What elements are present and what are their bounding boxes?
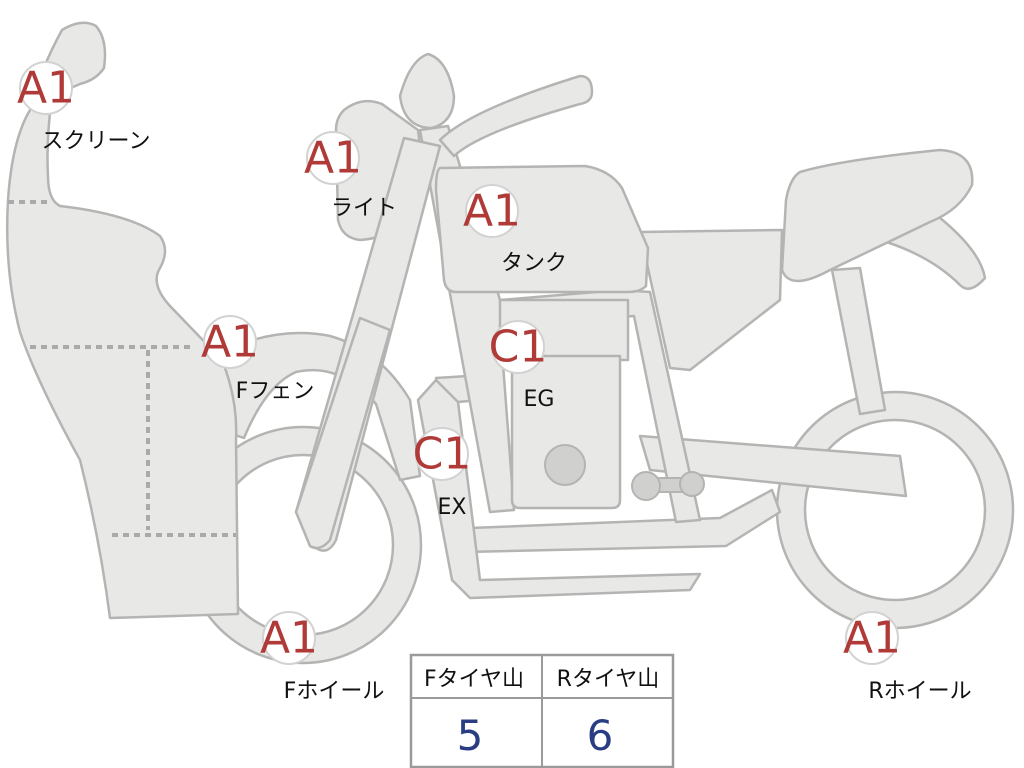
grade-engine: C1 bbox=[489, 322, 548, 373]
rear-frame-shape bbox=[830, 266, 887, 416]
badge-front-wheel: A1 Fホイール bbox=[260, 611, 385, 704]
handlebar-shape bbox=[438, 74, 594, 158]
swingarm-shape bbox=[638, 434, 908, 498]
grade-rear-wheel: A1 bbox=[843, 613, 901, 664]
grade-front-fender: A1 bbox=[201, 317, 259, 368]
front-wheel-shape bbox=[183, 425, 423, 665]
grade-light: A1 bbox=[304, 133, 362, 184]
label-tank: タンク bbox=[501, 251, 567, 276]
fairing-shape bbox=[5, 21, 240, 620]
front-tire-value: 5 bbox=[457, 711, 484, 760]
grade-screen: A1 bbox=[17, 63, 75, 114]
fork-slider-shape bbox=[294, 316, 392, 550]
label-engine: EG bbox=[524, 387, 555, 412]
rear-tire-value: 6 bbox=[587, 711, 614, 760]
badge-exhaust: C1 EX bbox=[413, 427, 472, 520]
label-front-fender: Fフェン bbox=[236, 379, 315, 404]
grade-tank: A1 bbox=[463, 186, 521, 237]
front-tire-header: Fタイヤ山 bbox=[424, 667, 524, 692]
label-rear-wheel: Rホイール bbox=[868, 679, 971, 704]
grade-front-wheel: A1 bbox=[260, 613, 318, 664]
mirror-shape bbox=[398, 52, 456, 130]
badge-tank: A1 タンク bbox=[463, 184, 567, 276]
label-screen: スクリーン bbox=[42, 129, 151, 154]
label-front-wheel: Fホイール bbox=[284, 679, 385, 704]
badge-screen: A1 スクリーン bbox=[17, 61, 151, 154]
badge-light: A1 ライト bbox=[304, 131, 397, 221]
grade-exhaust: C1 bbox=[413, 429, 472, 480]
side-cover-shape bbox=[638, 228, 784, 372]
badge-rear-wheel: A1 Rホイール bbox=[843, 611, 972, 704]
rear-wheel-shape bbox=[775, 390, 1015, 630]
badge-engine: C1 EG bbox=[489, 320, 555, 412]
rear-tire-header: Rタイヤ山 bbox=[557, 667, 660, 692]
badge-front-fender: A1 Fフェン bbox=[201, 315, 315, 404]
tire-tread-table: Fタイヤ山 Rタイヤ山 5 6 bbox=[409, 653, 675, 768]
seat-shape bbox=[780, 148, 974, 283]
label-light: ライト bbox=[331, 196, 397, 221]
label-exhaust: EX bbox=[438, 495, 467, 520]
